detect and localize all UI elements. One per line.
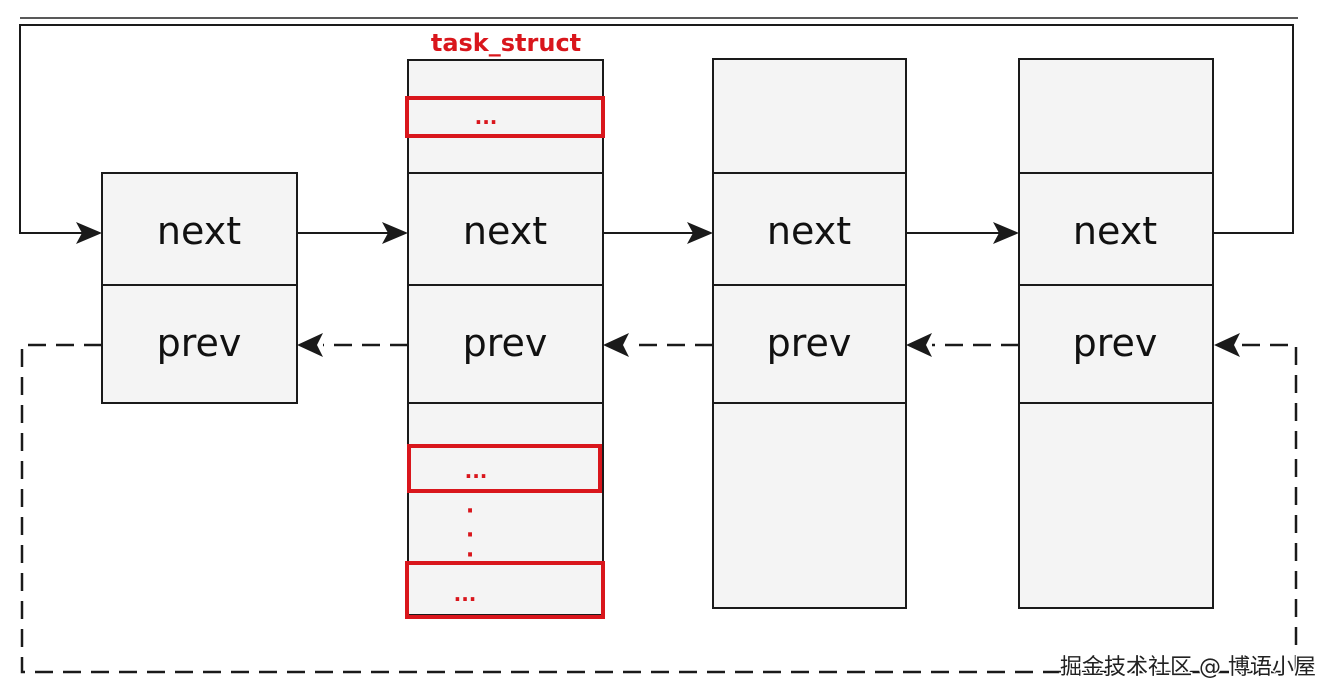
node-2-top-cell <box>407 59 604 174</box>
next-link-wraparound <box>19 24 1294 234</box>
next-arrowhead-node-2 <box>382 222 408 244</box>
node-3-top-cell <box>712 58 907 174</box>
list-node-2-task-struct: next prev ... ... · · · ... <box>405 59 605 619</box>
vertical-dot-3: · <box>466 543 474 568</box>
next-links <box>19 24 1294 244</box>
next-arrowhead-node-4 <box>993 222 1019 244</box>
node-4-bottom-cell <box>1018 402 1214 609</box>
vertical-dot-1: · <box>466 499 474 524</box>
task-struct-title: task_struct <box>431 29 581 57</box>
node-3-next-label: next <box>767 209 851 253</box>
watermark-text: 掘金技术社区 @ 博语小屋 <box>1060 655 1316 680</box>
node-4-prev-cell <box>1018 284 1214 404</box>
prev-arrowhead-node-3 <box>906 333 932 357</box>
node-2-prev-cell <box>407 284 604 404</box>
list-node-4: next prev <box>1018 58 1214 609</box>
prev-arrowhead-node-1 <box>297 333 323 357</box>
prev-arrowhead-node-2 <box>603 333 629 357</box>
node-3-next-cell <box>712 172 907 286</box>
node-4-top-cell <box>1018 58 1214 174</box>
node-4-prev-label: prev <box>1073 321 1158 365</box>
next-arrowhead-node-3 <box>687 222 713 244</box>
node-2-next-label: next <box>463 209 547 253</box>
prev-arrowhead-node-4 <box>1214 333 1240 357</box>
node-2-bottom-cell <box>407 402 604 616</box>
node-3-bottom-cell <box>712 402 907 609</box>
prev-links <box>20 333 1298 674</box>
node-4-next-label: next <box>1073 209 1157 253</box>
field-top-ellipsis: ... <box>475 105 498 129</box>
next-arrowhead-node-1 <box>76 222 102 244</box>
node-3-prev-label: prev <box>767 321 852 365</box>
prev-link-wraparound <box>20 343 1298 674</box>
vertical-dot-2: · <box>466 523 474 548</box>
field-box-middle <box>407 444 602 493</box>
field-bottom-ellipsis: ... <box>454 582 477 606</box>
field-middle-ellipsis: ... <box>465 459 488 483</box>
list-node-3: next prev <box>712 58 907 609</box>
node-1-prev-label: prev <box>157 321 242 365</box>
field-box-top <box>405 96 605 138</box>
field-box-bottom <box>405 561 605 619</box>
list-node-1: next prev <box>101 172 298 404</box>
node-4-next-cell <box>1018 172 1214 286</box>
node-2-prev-label: prev <box>463 321 548 365</box>
node-1-prev-cell <box>101 284 298 404</box>
node-1-next-label: next <box>157 209 241 253</box>
